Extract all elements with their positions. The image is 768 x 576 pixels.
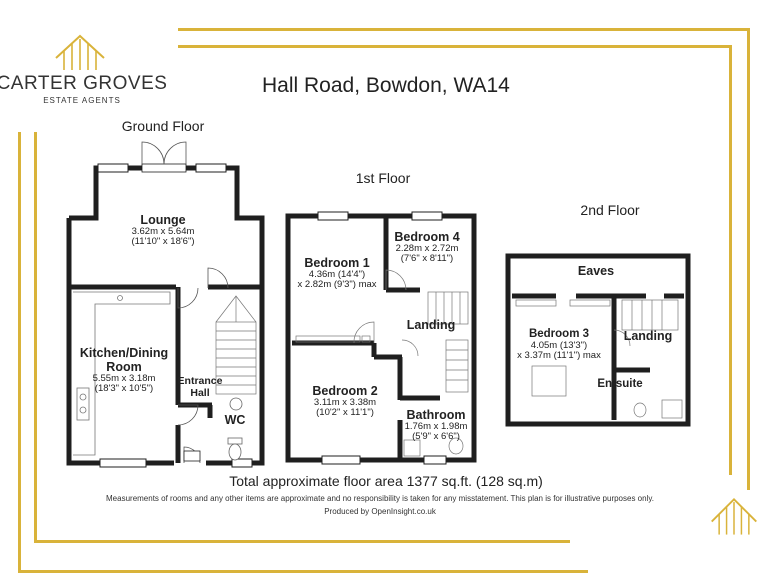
house-roofline-icon — [55, 34, 105, 70]
house-roofline-icon-bottom — [711, 497, 757, 535]
second-floor-fittings — [515, 299, 683, 419]
frame-right-outer — [747, 28, 750, 490]
frame-top-outer — [178, 28, 750, 31]
room-label-kitchen-2: Room — [106, 360, 142, 374]
wc-toilet — [227, 397, 243, 461]
floor-label-first: 1st Floor — [355, 170, 411, 186]
frame-right-inner — [729, 45, 732, 475]
room-dim-bedroom-1-line2: x 2.82m (9'3") max — [297, 279, 377, 290]
ground-floor-windows — [97, 163, 253, 468]
french-doors — [141, 141, 187, 173]
room-dim-bedroom-3-line2: x 3.37m (11'1") max — [517, 350, 601, 361]
frame-left-outer — [18, 132, 21, 572]
room-dim-bedroom-3-line1: 4.05m (13'3") — [530, 340, 588, 351]
room-dim-lounge-imperial: (11'10" x 18'6") — [131, 236, 195, 247]
ground-doors — [177, 267, 229, 464]
room-dim-bathroom-metric: 1.76m x 1.98m — [404, 421, 468, 432]
first-floor-fittings — [295, 269, 469, 457]
room-label-kitchen: Kitchen/Dining — [79, 346, 169, 360]
room-dim-lounge-metric: 3.62m x 5.64m — [131, 226, 195, 237]
room-label-bedroom-2: Bedroom 2 — [312, 384, 378, 398]
brand-tagline: ESTATE AGENTS — [43, 96, 121, 105]
disclaimer: Measurements of rooms and any other item… — [106, 494, 654, 503]
room-label-landing-first: Landing — [406, 318, 456, 332]
room-label-en-suite: En-suite — [597, 378, 643, 390]
room-label-wc: WC — [224, 413, 246, 427]
room-dim-bedroom-2-metric: 3.11m x 3.38m — [313, 397, 377, 408]
room-dim-bedroom-4-metric: 2.28m x 2.72m — [395, 243, 459, 254]
frame-bottom-outer — [18, 570, 588, 573]
first-floor-windows — [317, 211, 447, 465]
total-floor-area: Total approximate floor area 1377 sq.ft.… — [229, 473, 543, 489]
floor-label-ground: Ground Floor — [121, 118, 205, 134]
room-label-landing-second: Landing — [623, 329, 673, 343]
floor-label-second: 2nd Floor — [580, 202, 640, 218]
produced-by: Produced by OpenInsight.co.uk — [324, 507, 436, 516]
room-dim-bedroom-1-line1: 4.36m (14'4") — [308, 269, 366, 280]
frame-left-inner — [34, 132, 37, 542]
room-label-bedroom-4: Bedroom 4 — [394, 230, 460, 244]
room-dim-kitchen-imperial: (18'3" x 10'5") — [94, 383, 154, 394]
frame-top-inner — [178, 45, 732, 48]
room-label-bedroom-1: Bedroom 1 — [304, 256, 370, 270]
room-dim-kitchen-metric: 5.55m x 3.18m — [92, 373, 156, 384]
room-label-bathroom: Bathroom — [406, 408, 466, 422]
room-label-entrance: Entrance — [177, 375, 223, 387]
page-title: Hall Road, Bowdon, WA14 — [262, 74, 510, 97]
brand-name: CARTER GROVES — [0, 73, 168, 94]
room-dim-bedroom-2-imperial: (10'2" x 11'1") — [316, 407, 374, 418]
ground-stairs — [215, 295, 257, 395]
room-label-lounge: Lounge — [140, 213, 186, 227]
room-dim-bathroom-imperial: (5'9" x 6'6") — [412, 431, 460, 442]
room-label-entrance-2: Hall — [190, 387, 210, 399]
room-dim-bedroom-4-imperial: (7'6" x 8'11") — [400, 253, 454, 264]
frame-bottom-inner — [34, 540, 570, 543]
room-label-bedroom-3: Bedroom 3 — [528, 328, 590, 340]
room-label-eaves: Eaves — [577, 264, 615, 278]
second-floor-plan — [505, 253, 691, 427]
kitchen-worktops — [73, 291, 171, 456]
